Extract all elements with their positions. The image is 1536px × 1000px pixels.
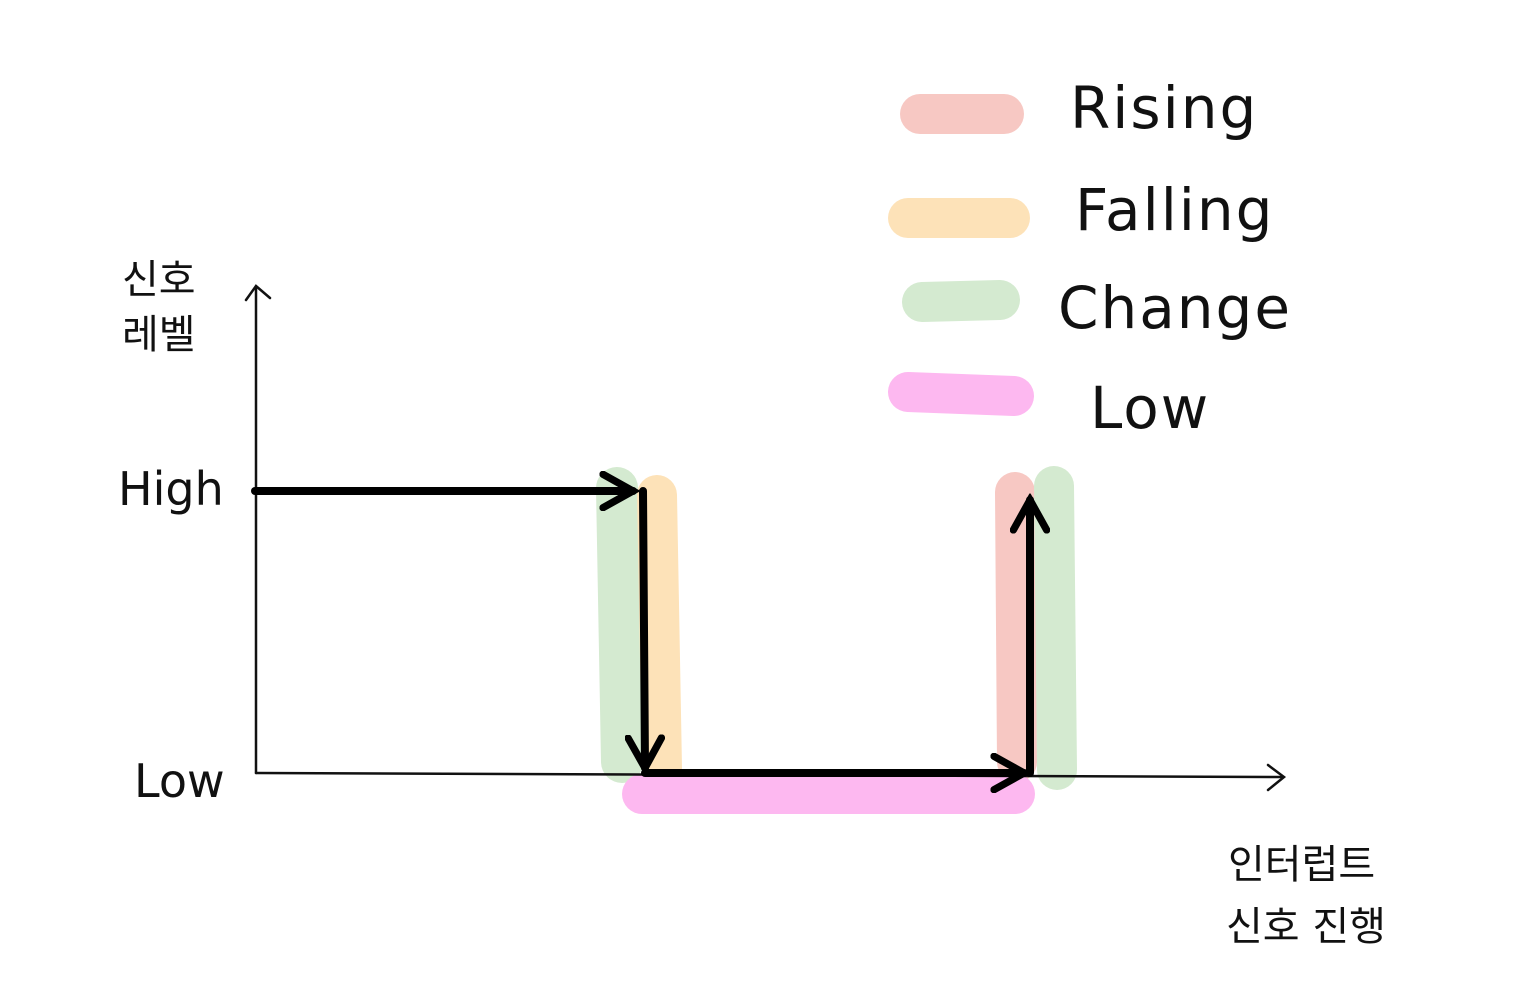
legend-swatch-change: [902, 280, 1020, 322]
legend-swatch-low: [888, 372, 1034, 416]
y-axis-label-line2: 레벨: [122, 312, 196, 358]
legend-label-rising: Rising: [1070, 74, 1258, 142]
falling-band: [637, 475, 682, 788]
y-axis-arrowhead: [244, 284, 272, 302]
rising-band: [995, 472, 1037, 782]
legend: Rising Falling Change Low: [888, 74, 1292, 442]
x-axis-label-line1: 인터럽트: [1228, 842, 1375, 888]
change-band-rising-edge: [1034, 466, 1077, 790]
axes: [244, 284, 1287, 792]
x-axis-label-line2: 신호 진행: [1226, 904, 1386, 950]
y-tick-high: High: [118, 462, 224, 516]
change-band-falling-edge: [596, 467, 643, 783]
y-axis-label-line1: 신호: [122, 257, 196, 303]
legend-label-change: Change: [1058, 274, 1292, 342]
x-axis-arrowhead: [1266, 763, 1287, 792]
legend-label-falling: Falling: [1075, 176, 1275, 244]
legend-label-low: Low: [1090, 374, 1210, 442]
signal-falling-edge: [643, 487, 645, 768]
y-tick-low: Low: [134, 754, 225, 808]
highlight-bands: [596, 466, 1077, 814]
signal-path: [251, 487, 1030, 773]
